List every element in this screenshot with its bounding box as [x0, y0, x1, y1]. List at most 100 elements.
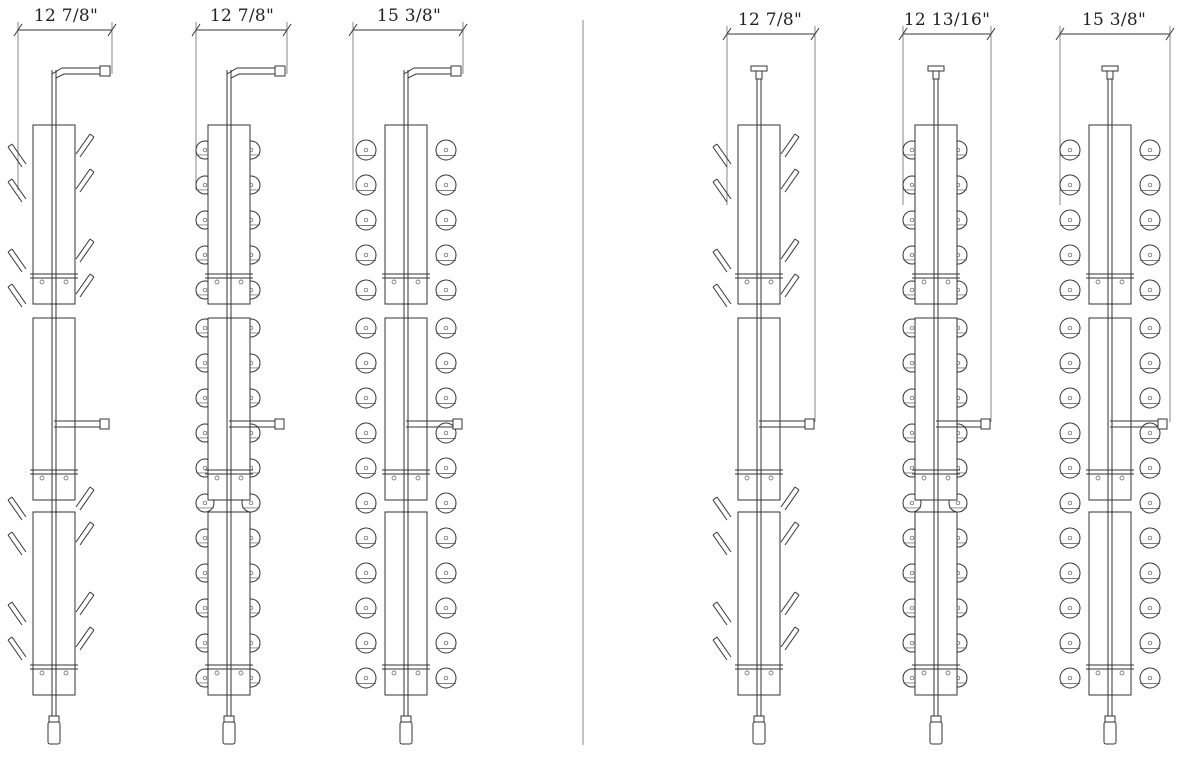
- bottle-base: [1139, 209, 1161, 231]
- bottle-punt: [443, 500, 449, 506]
- bottle-punt: [1067, 465, 1073, 471]
- bottle-punt: [1147, 570, 1153, 576]
- bottle-punt: [363, 640, 369, 646]
- panel-body: [914, 511, 958, 696]
- bottle-base: [435, 492, 457, 514]
- bottle-neck: [712, 639, 728, 661]
- bottle-base: [435, 209, 457, 231]
- rack-panel: [735, 124, 783, 305]
- wall-mount-plate-mid: [274, 418, 285, 430]
- bottle-punt: [363, 675, 369, 681]
- bottle-cap: [712, 283, 718, 288]
- bottle-neck: [75, 521, 91, 543]
- bottle-punt: [202, 500, 208, 506]
- panel-body: [1088, 317, 1132, 501]
- bottle-base: [1139, 597, 1161, 619]
- bottle-neck: [712, 146, 728, 168]
- bottles: [712, 133, 800, 661]
- bottle-cap: [89, 168, 95, 173]
- panel-body: [737, 124, 781, 305]
- bottle-neck: [79, 276, 95, 298]
- bottle-neck: [75, 133, 91, 155]
- bottle-punt: [909, 535, 915, 541]
- bottle-cap: [794, 591, 800, 596]
- bottle-base: [1139, 457, 1161, 479]
- panel-body: [207, 317, 251, 501]
- bottle-cap: [89, 626, 95, 631]
- bottle-neck: [716, 636, 732, 658]
- bottle-cap: [794, 168, 800, 173]
- bottle-base: [1139, 562, 1161, 584]
- bottle-base: [1059, 527, 1081, 549]
- rack-unit-2: [191, 22, 292, 745]
- dimension-label-unit-5: 12 13/16": [903, 10, 991, 30]
- bottle-neck: [712, 604, 728, 626]
- bottle-punt: [202, 570, 208, 576]
- bottle-punt: [909, 147, 915, 153]
- bottle-cap: [89, 273, 95, 278]
- bottle-punt: [248, 500, 254, 506]
- rack-panel: [30, 511, 78, 696]
- bottle-neck: [716, 143, 732, 165]
- bottle-base: [1059, 279, 1081, 301]
- bottle-punt: [202, 605, 208, 611]
- bottle-neck: [79, 171, 95, 193]
- bolt: [1119, 670, 1125, 676]
- bottle-neck: [11, 178, 27, 200]
- bolt: [63, 279, 69, 285]
- floor-foot: [399, 721, 413, 745]
- bottle-base: [435, 279, 457, 301]
- bottle-cap: [7, 636, 13, 641]
- bottle-punt: [1147, 430, 1153, 436]
- bottle-punt: [1067, 500, 1073, 506]
- bottle-cap: [794, 273, 800, 278]
- bottle-base: [435, 527, 457, 549]
- bottle-base: [1059, 139, 1081, 161]
- bottle-base: [1139, 387, 1161, 409]
- bottle-neck: [784, 524, 800, 546]
- panel-body: [32, 317, 76, 501]
- floor-foot: [222, 721, 236, 745]
- bottle-neck: [716, 601, 732, 623]
- rack-unit-4: [712, 26, 820, 745]
- bottle-punt: [363, 395, 369, 401]
- bolt: [238, 475, 244, 481]
- bottle-punt: [1147, 395, 1153, 401]
- rack-panel: [382, 511, 430, 696]
- bottle-base: [435, 387, 457, 409]
- panel-body: [737, 511, 781, 696]
- rack-panel: [1086, 124, 1134, 305]
- bolt: [1095, 670, 1101, 676]
- bottle-punt: [443, 287, 449, 293]
- wall-mount-plate-mid: [980, 418, 991, 430]
- floor-foot: [1103, 721, 1117, 745]
- bottle-cap: [712, 636, 718, 641]
- bottle-punt: [1067, 252, 1073, 258]
- bottle-punt: [363, 430, 369, 436]
- bottle-neck: [7, 181, 23, 203]
- bottle-punt: [363, 287, 369, 293]
- bottle-cap: [794, 238, 800, 243]
- ceiling-mount-stem: [932, 70, 940, 80]
- bottle-punt: [202, 325, 208, 331]
- bottle-punt: [909, 430, 915, 436]
- bolt: [238, 670, 244, 676]
- bottle-base: [355, 244, 377, 266]
- dimension-line: [722, 26, 820, 422]
- bottle-base: [435, 139, 457, 161]
- bottle-base: [1139, 422, 1161, 444]
- panel-body: [32, 511, 76, 696]
- bottle-base: [1139, 667, 1161, 689]
- bottle-base: [1059, 352, 1081, 374]
- bottle-base: [1139, 279, 1161, 301]
- bottle-punt: [1147, 217, 1153, 223]
- bottle-punt: [443, 395, 449, 401]
- bottle-cap: [7, 143, 13, 148]
- bottle-base: [355, 279, 377, 301]
- panel-body: [207, 511, 251, 696]
- bottle-punt: [1147, 287, 1153, 293]
- bottle-base: [355, 457, 377, 479]
- bottle-neck: [712, 181, 728, 203]
- bottle-cap: [89, 238, 95, 243]
- floor-foot-collar: [930, 715, 942, 723]
